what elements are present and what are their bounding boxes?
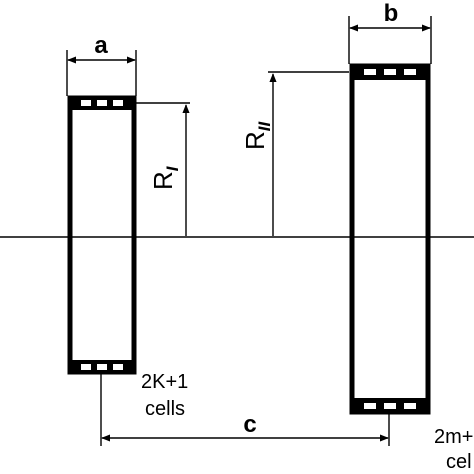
label-b: b: [384, 0, 399, 27]
label-a: a: [94, 32, 108, 59]
cells-right-line2: cel: [446, 451, 472, 473]
radius-r2: RII: [240, 71, 349, 236]
cells-left-line2: cells: [145, 398, 185, 420]
coil-left-body: [67, 95, 137, 375]
dimension-a: a: [66, 32, 137, 96]
coil-right: [349, 63, 431, 415]
cells-left-line1: 2K+1: [141, 371, 188, 393]
label-c: c: [243, 411, 256, 438]
radius-r1: RI: [136, 102, 190, 236]
dimension-c: c: [100, 374, 390, 446]
coil-left: [67, 95, 137, 375]
dimension-b: b: [348, 0, 432, 64]
coil-right-body: [349, 63, 431, 415]
cells-right-line1: 2m+: [434, 426, 473, 448]
label-r1: RI: [148, 165, 182, 190]
label-r2: RII: [240, 120, 274, 150]
